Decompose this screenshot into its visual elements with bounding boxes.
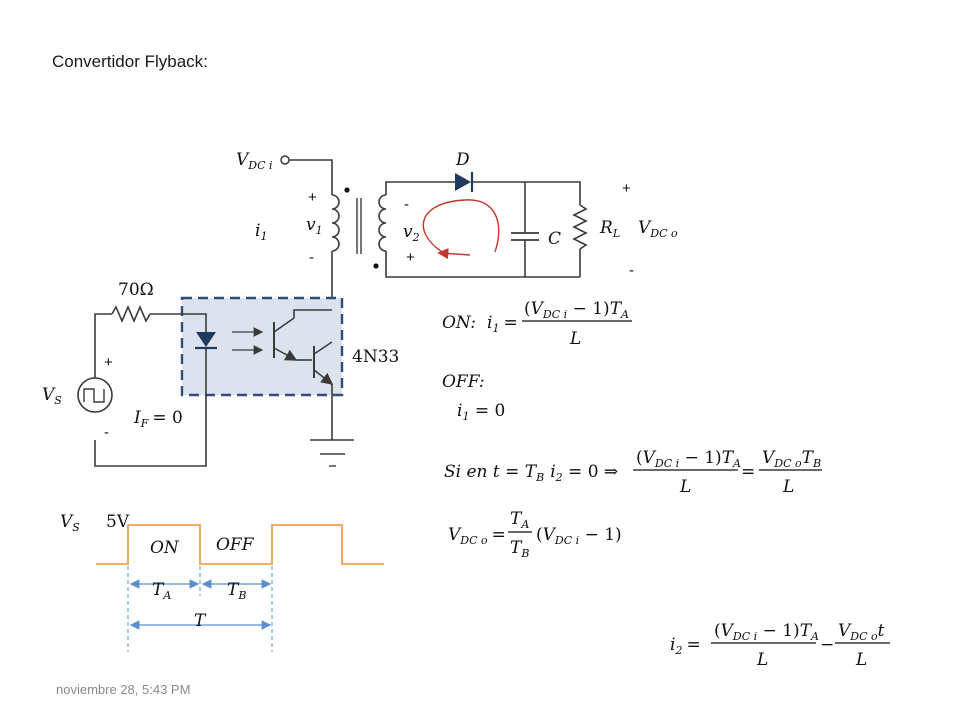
load-resistor xyxy=(572,204,588,250)
eq-vout-lhs: VDC o= xyxy=(448,525,506,547)
timing-waveform: VS 5V ON OFF TA TB T xyxy=(60,512,384,652)
footer-date: noviembre 28, 5:43 PM xyxy=(56,682,191,697)
eq-cond-rhs-numerator: VDC oTB xyxy=(762,448,821,470)
v1-plus: + xyxy=(308,189,317,206)
diode-symbol xyxy=(455,173,471,191)
eq-on-denominator: L xyxy=(569,329,581,349)
square-wave-source xyxy=(77,377,113,413)
source-minus: - xyxy=(104,424,109,441)
equation-off: OFF: i1 = 0 xyxy=(442,372,505,423)
tb-label: TB xyxy=(227,580,246,602)
equation-on: ON: i1= (VDC i − 1)TA L xyxy=(442,299,632,349)
secondary-circuit: - v2 + D C RL VDC o + - xyxy=(378,150,678,279)
load-label: RL xyxy=(599,218,620,240)
i1-label: i1 xyxy=(255,221,267,243)
diode-label: D xyxy=(455,150,470,170)
eq-cond-rhs-denominator: L xyxy=(782,477,794,497)
optocoupler-label: 4N33 xyxy=(352,347,399,367)
eq-i2-denominator: L xyxy=(756,650,768,670)
equation-i2: i2= (VDC i − 1)TA L − VDC ot L xyxy=(670,621,890,670)
eq-cond-denominator: L xyxy=(679,477,691,497)
off-label: OFF xyxy=(216,535,255,555)
eq-i2-rhs-denominator: L xyxy=(855,650,867,670)
v2-label: v2 xyxy=(403,222,420,244)
eq-on-numerator: (VDC i − 1)TA xyxy=(524,299,629,321)
period-label: T xyxy=(194,611,207,631)
vdc-in-label: VDC i xyxy=(236,150,273,172)
eq-i2-rhs-numerator: VDC ot xyxy=(838,621,885,643)
eq-i2-lhs: i2= xyxy=(670,635,701,657)
v2-minus: - xyxy=(404,196,409,213)
eq-i2-numerator: (VDC i − 1)TA xyxy=(714,621,819,643)
eq-i2-minus: − xyxy=(820,635,834,655)
led-symbol xyxy=(196,332,216,347)
eq-cond-numerator: (VDC i − 1)TA xyxy=(636,448,741,470)
optocoupler-circuit: 70Ω 4N33 + - VS IF= 0 xyxy=(42,280,399,467)
v1-minus: - xyxy=(309,249,314,266)
v2-plus: + xyxy=(406,249,415,266)
page-title: Convertidor Flyback: xyxy=(52,52,208,71)
secondary-coil xyxy=(378,194,387,252)
eq-off-label: OFF: xyxy=(442,372,485,392)
vs-wave-label: VS xyxy=(60,512,80,534)
waveform-trace xyxy=(96,524,384,565)
eq-on-label: ON: xyxy=(442,313,476,333)
source-plus: + xyxy=(104,354,113,371)
input-terminal xyxy=(280,155,290,165)
eq-vout-paren: (VDC i − 1) xyxy=(536,525,622,547)
equation-vout: VDC o= TA TB (VDC i − 1) xyxy=(448,509,622,560)
v1-label: v1 xyxy=(306,215,323,237)
resistor-label: 70Ω xyxy=(118,280,154,300)
ta-label: TA xyxy=(152,580,171,602)
capacitor-label: C xyxy=(548,229,561,249)
eq-off-expr: i1 = 0 xyxy=(457,401,505,423)
vdc-out-label: VDC o xyxy=(638,218,678,240)
eq-on-lhs: i1= xyxy=(487,313,518,335)
amplitude-label: 5V xyxy=(106,512,130,532)
on-label: ON xyxy=(150,538,180,558)
primary-circuit: VDC i i1 + v1 - xyxy=(236,150,379,350)
primary-coil xyxy=(331,194,340,252)
eq-vout-frac-den: TB xyxy=(510,538,529,560)
vout-plus: + xyxy=(622,180,631,197)
vout-minus: - xyxy=(629,262,634,279)
forward-current-label: IF= 0 xyxy=(133,408,183,430)
source-label: VS xyxy=(42,385,62,407)
current-loop xyxy=(422,199,500,253)
eq-vout-frac-num: TA xyxy=(510,509,529,531)
eq-cond-equals: = xyxy=(741,462,755,482)
input-resistor xyxy=(111,304,151,324)
